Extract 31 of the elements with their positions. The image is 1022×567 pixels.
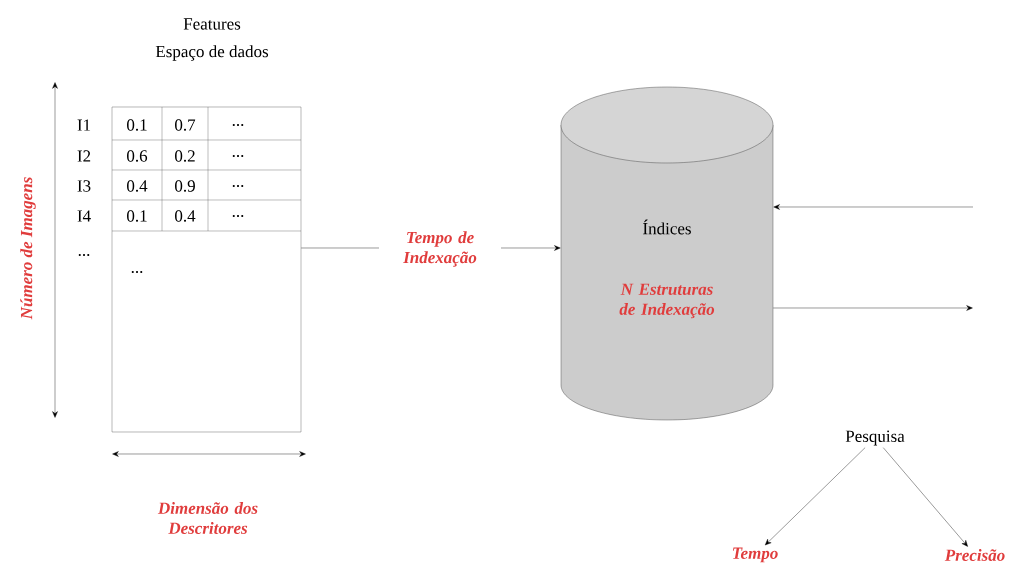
arrow bbox=[765, 447, 866, 546]
table-cell: 0.2 bbox=[175, 150, 195, 162]
arrow bbox=[773, 305, 973, 311]
arrow bbox=[773, 204, 974, 210]
table-cell: 0.9 bbox=[175, 180, 195, 192]
row-label: I1 bbox=[77, 119, 91, 131]
data-table bbox=[111, 106, 302, 433]
table-cell: 0.7 bbox=[175, 119, 196, 131]
arrow bbox=[883, 447, 968, 547]
table-cell: ... bbox=[232, 185, 244, 187]
table-cell: ... bbox=[232, 215, 244, 217]
heading: Espaço de dados bbox=[155, 45, 269, 61]
row-label: I4 bbox=[77, 210, 91, 222]
row-label: I3 bbox=[77, 180, 91, 192]
node-label: Pesquisa bbox=[845, 430, 905, 446]
table-cell: 0.1 bbox=[127, 210, 147, 222]
table-cell: 0.1 bbox=[127, 119, 147, 131]
table-cell: 0.4 bbox=[127, 180, 148, 192]
table-cell: 0.4 bbox=[175, 210, 196, 222]
axis-label: Dimensão dos Descritores bbox=[157, 502, 258, 534]
row-label: I2 bbox=[77, 150, 91, 162]
table-cell: 0.6 bbox=[127, 150, 148, 162]
row-label: ... bbox=[78, 254, 90, 256]
edge-label: Tempo de Indexação bbox=[379, 230, 501, 268]
ellipsis: ... bbox=[131, 271, 143, 273]
table-cell: ... bbox=[232, 124, 244, 126]
node-label: Precisão bbox=[944, 549, 1005, 561]
node-label: Tempo bbox=[732, 547, 778, 563]
heading: Features bbox=[183, 18, 241, 30]
axis-label: Número de Imagens bbox=[20, 177, 36, 320]
table-cell: ... bbox=[232, 155, 244, 157]
